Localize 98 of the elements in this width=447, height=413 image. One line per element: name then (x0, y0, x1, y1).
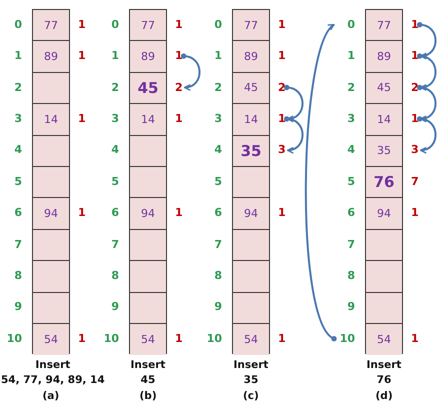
hash-table (365, 9, 403, 354)
index-number: 8 (13, 268, 22, 283)
index-number: 4 (13, 143, 22, 158)
index-number: 3 (13, 112, 22, 126)
probe-count: 1 (175, 112, 183, 126)
hash-table-cell (130, 136, 166, 167)
probe-count: 3 (278, 143, 286, 158)
index-number: 10 (102, 332, 119, 346)
index-number: 3 (346, 112, 355, 126)
probe-count: 1 (175, 332, 183, 346)
caption: Insert 76 (366, 358, 402, 388)
probe-count: 1 (411, 332, 419, 346)
hash-table-cell (130, 292, 166, 324)
hash-table (232, 9, 270, 354)
probe-count: 1 (175, 18, 183, 32)
hash-table-cell (33, 292, 69, 324)
probe-count: 1 (78, 112, 86, 126)
index-number: 2 (110, 80, 119, 94)
probe-count: 1 (78, 332, 86, 346)
index-number: 7 (13, 238, 22, 252)
probe-count: 2 (411, 80, 419, 94)
index-number: 0 (110, 18, 119, 32)
probe-count: 2 (278, 80, 286, 94)
probe-count: 1 (411, 49, 419, 64)
index-number: 0 (213, 18, 222, 32)
probe-arrow (416, 116, 436, 154)
hash-table-cell (233, 292, 269, 324)
probe-count: 7 (411, 174, 419, 189)
index-number: 1 (110, 49, 119, 64)
hash-table-cell: 35 (233, 136, 269, 167)
index-number: 8 (110, 268, 119, 283)
probe-arrow (416, 84, 436, 122)
index-number: 8 (346, 268, 355, 283)
index-number: 9 (346, 300, 355, 314)
probe-count: 1 (78, 206, 86, 220)
caption: Insert 54, 77, 94, 89, 14 (1, 358, 105, 388)
hash-table-cell (366, 292, 402, 324)
index-number: 10 (335, 332, 355, 346)
hash-table (32, 9, 70, 354)
index-number: 1 (346, 49, 355, 64)
index-number: 0 (13, 18, 22, 32)
index-number: 5 (13, 174, 22, 189)
hash-table (129, 9, 167, 354)
index-number: 4 (213, 143, 222, 158)
caption: (a) (42, 389, 60, 404)
index-number: 5 (346, 174, 355, 189)
probe-count: 1 (175, 49, 183, 64)
index-number: 8 (213, 268, 222, 283)
index-number: 5 (213, 174, 222, 189)
probe-count: 1 (278, 332, 286, 346)
index-number: 6 (13, 206, 22, 220)
hash-table-cell (33, 136, 69, 167)
probe-count: 1 (278, 112, 286, 126)
index-number: 6 (346, 206, 355, 220)
index-number: 1 (13, 49, 22, 64)
probe-arrow (304, 24, 337, 342)
caption: (c) (243, 389, 259, 404)
caption: (b) (140, 389, 157, 404)
probe-count: 1 (411, 206, 419, 220)
probe-count: 1 (78, 49, 86, 64)
caption: Insert 35 (234, 358, 268, 388)
index-number: 9 (110, 300, 119, 314)
probe-arrow (416, 22, 436, 59)
probe-count: 1 (78, 18, 86, 32)
index-number: 6 (213, 206, 222, 220)
probe-count: 2 (175, 80, 183, 94)
probe-arrow (416, 53, 436, 90)
index-number: 0 (335, 18, 355, 32)
probe-count: 1 (175, 206, 183, 220)
index-number: 3 (110, 112, 119, 126)
probe-arrow (284, 84, 304, 122)
index-number: 9 (213, 300, 222, 314)
probe-arrow (284, 116, 304, 154)
index-number: 4 (346, 143, 355, 158)
index-number: 2 (213, 80, 222, 94)
probe-count: 1 (278, 18, 286, 32)
index-number: 2 (346, 80, 355, 94)
index-number: 7 (110, 238, 119, 252)
probe-count: 1 (278, 49, 286, 64)
probe-arrow (180, 53, 200, 90)
index-number: 5 (110, 174, 119, 189)
index-number: 7 (213, 238, 222, 252)
index-number: 9 (13, 300, 22, 314)
index-number: 3 (213, 112, 222, 126)
index-number: 2 (13, 80, 22, 94)
index-number: 7 (346, 238, 355, 252)
index-number: 10 (6, 332, 22, 346)
index-number: 4 (110, 143, 119, 158)
probe-count: 3 (411, 143, 419, 158)
caption: (d) (376, 389, 393, 404)
index-number: 10 (206, 332, 222, 346)
probe-count: 1 (278, 206, 286, 220)
probe-count: 1 (411, 112, 419, 126)
index-number: 1 (213, 49, 222, 64)
hash-table-cell: 35 (366, 136, 402, 167)
caption: Insert 45 (130, 358, 166, 388)
index-number: 6 (110, 206, 119, 220)
probe-count: 1 (411, 18, 419, 32)
